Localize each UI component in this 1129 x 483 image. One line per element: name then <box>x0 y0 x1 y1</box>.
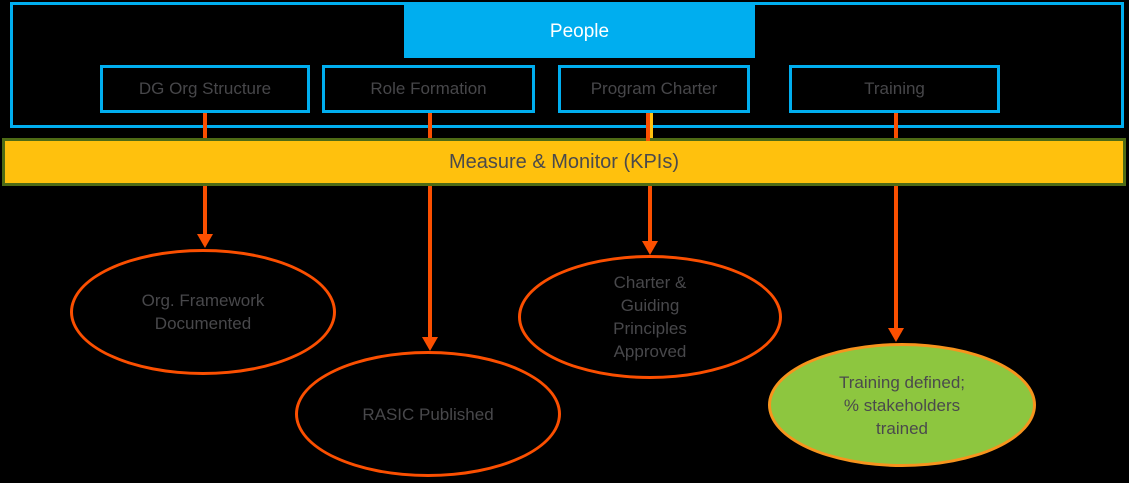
outcome-ellipse-training-defined: Training defined; % stakeholders trained <box>768 343 1036 467</box>
arrow-line-program-charter-lower <box>648 186 652 241</box>
arrow-line-program-charter-upper <box>646 113 650 141</box>
people-header-box: People <box>404 5 755 58</box>
outcome-ellipse-rasic-published: RASIC Published <box>295 351 561 477</box>
arrow-line-training-lower <box>894 186 898 328</box>
arrow-line-training-upper <box>894 112 898 138</box>
arrow-line-role-formation-lower <box>428 186 432 337</box>
arrow-head-icon <box>197 234 213 248</box>
category-box-program-charter: Program Charter <box>558 65 750 113</box>
outcome-label: RASIC Published <box>362 404 494 424</box>
outcome-label: Training defined; % stakeholders trained <box>838 372 965 438</box>
category-label: Training <box>864 79 925 98</box>
arrow-line-dg-org-upper <box>203 113 207 138</box>
category-box-training: Training <box>789 65 1000 113</box>
category-label: Program Charter <box>590 79 718 98</box>
arrow-head-icon <box>642 241 658 255</box>
kpi-measure-monitor-bar: Measure & Monitor (KPIs) <box>2 138 1126 186</box>
category-box-dg-org-structure: DG Org Structure <box>100 65 310 113</box>
arrow-line-role-formation-upper <box>428 113 432 138</box>
outcome-ellipse-org-framework-documented: Org. Framework Documented <box>70 249 336 375</box>
arrow-head-icon <box>888 328 904 342</box>
category-label: Role Formation <box>370 79 487 98</box>
outcome-label: Org. Framework Documented <box>141 291 265 333</box>
outcome-ellipse-charter-guiding-principles-approved: Charter & Guiding Principles Approved <box>518 255 782 379</box>
kpi-bar-label: Measure & Monitor (KPIs) <box>448 150 680 173</box>
people-header-label: People <box>549 20 610 42</box>
arrow-head-icon <box>422 337 438 351</box>
arrow-line-dg-org-lower <box>203 186 207 234</box>
category-box-role-formation: Role Formation <box>322 65 535 113</box>
category-label: DG Org Structure <box>138 79 272 98</box>
arrow-line-program-charter-upper-yellow <box>650 113 653 138</box>
outcome-label: Charter & Guiding Principles Approved <box>613 273 687 361</box>
